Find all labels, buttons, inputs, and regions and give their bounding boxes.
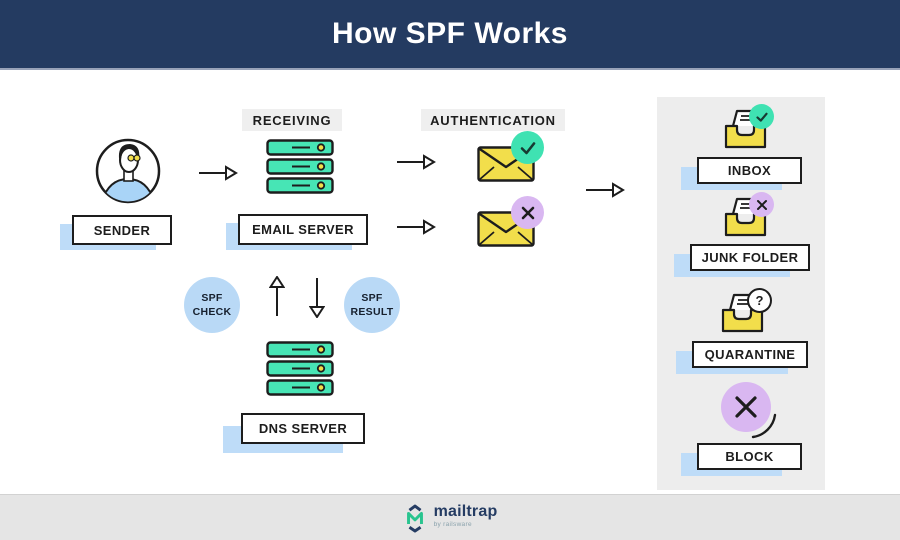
dns-server-icon (266, 341, 334, 398)
authentication-tag: AUTHENTICATION (421, 109, 565, 131)
envelope-fail-icon (477, 196, 544, 247)
arrow-right-icon (396, 154, 436, 170)
mailtrap-logo: mailtrap by railsware (403, 502, 498, 533)
spf-check-bubble: SPF CHECK (184, 277, 240, 333)
spf-result-bubble: SPF RESULT (344, 277, 400, 333)
dns-server-label: DNS SERVER (241, 413, 365, 444)
arrow-right-icon (198, 165, 238, 181)
page-title: How SPF Works (332, 17, 568, 50)
arrow-down-icon (309, 276, 325, 318)
footer-bar: mailtrap by railsware (0, 494, 900, 540)
header-bar: How SPF Works (0, 0, 900, 70)
junk-folder-label: JUNK FOLDER (690, 244, 810, 271)
arrow-right-icon (585, 182, 625, 198)
cross-badge-icon (749, 192, 774, 217)
quarantine-label: QUARANTINE (692, 341, 808, 368)
check-badge-icon (749, 104, 774, 129)
receiving-tag: RECEIVING (242, 109, 342, 131)
sender-avatar-icon (95, 138, 161, 204)
junk-folder-tray-icon (716, 192, 776, 240)
brand-byline: by railsware (433, 520, 472, 528)
cross-badge-icon (511, 196, 544, 229)
quarantine-tray-icon: ? (713, 288, 773, 336)
block-label: BLOCK (697, 443, 802, 470)
email-server-label: EMAIL SERVER (238, 214, 368, 245)
mailtrap-logo-icon (406, 504, 423, 532)
brand-name: mailtrap (433, 502, 498, 520)
block-icon (719, 381, 781, 441)
inbox-tray-icon (716, 104, 776, 152)
inbox-label: INBOX (697, 157, 802, 184)
question-badge-icon: ? (747, 288, 772, 313)
arrow-up-icon (269, 276, 285, 318)
envelope-pass-icon (477, 131, 544, 182)
sender-label: SENDER (72, 215, 172, 245)
email-server-icon (266, 139, 334, 196)
arrow-right-icon (396, 219, 436, 235)
check-badge-icon (511, 131, 544, 164)
